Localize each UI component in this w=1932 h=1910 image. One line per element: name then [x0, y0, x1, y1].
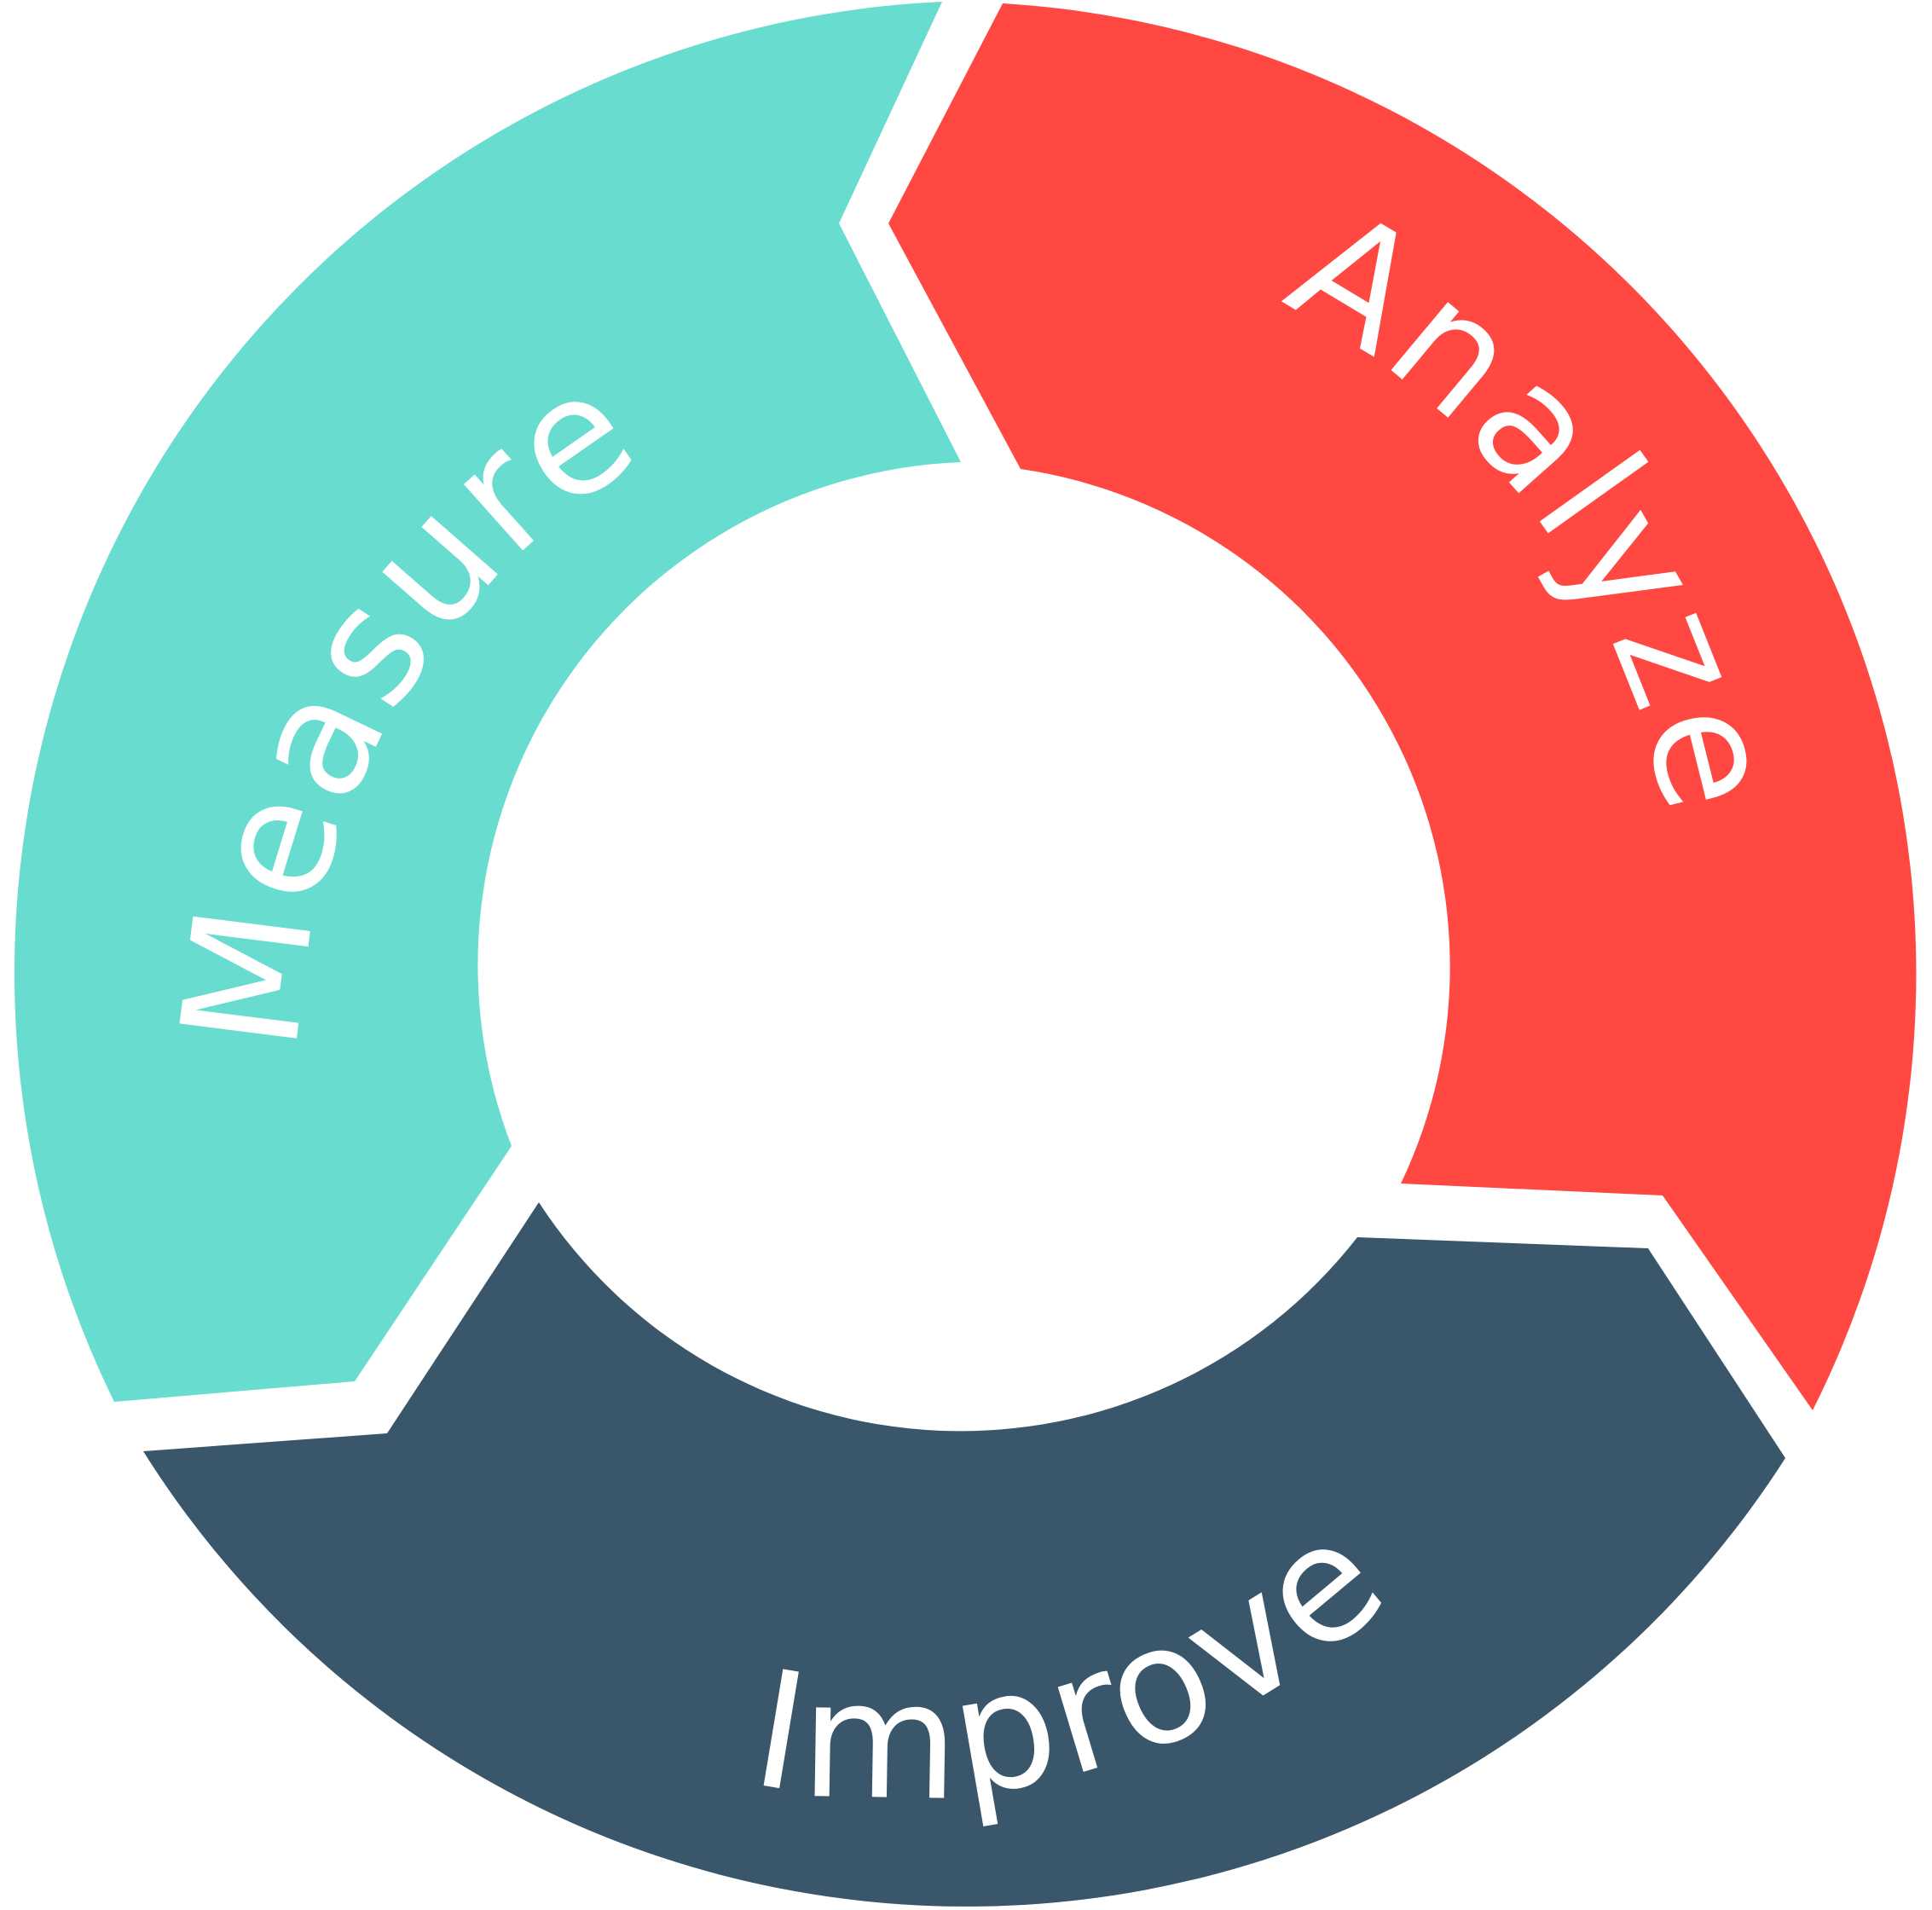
- analyze-segment: [888, 3, 1917, 1410]
- improve-segment: [143, 1202, 1785, 1907]
- measure-segment: [14, 2, 962, 1402]
